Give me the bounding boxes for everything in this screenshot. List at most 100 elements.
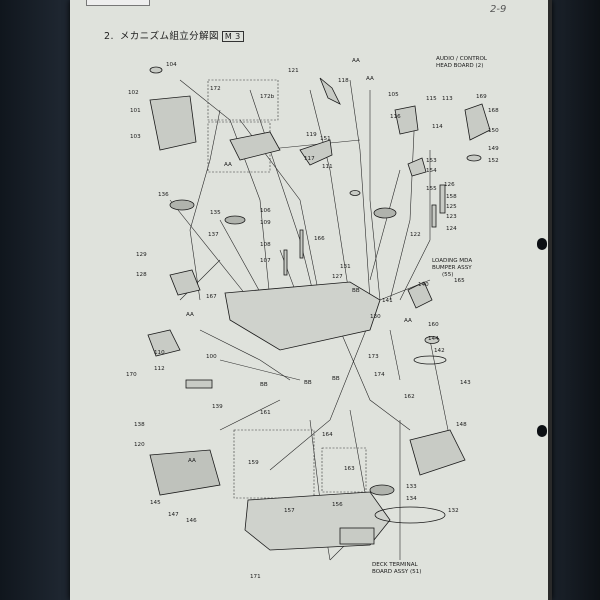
part-label: 164 (322, 432, 333, 438)
part-label: 159 (248, 460, 259, 466)
part-label: AA (188, 458, 196, 464)
part-label: 142 (434, 348, 445, 354)
label-loading-mda: LOADING MDA (432, 258, 472, 264)
part-label: 124 (446, 226, 457, 232)
part-label: 145 (150, 500, 161, 506)
part-label: 168 (488, 108, 499, 114)
part-label: 167 (206, 294, 217, 300)
part-label: 126 (444, 182, 455, 188)
part-label: 140 (418, 282, 429, 288)
part-label: 115 (426, 96, 437, 102)
part-label: 129 (136, 252, 147, 258)
title-text: メカニズム組立分解図 (119, 31, 219, 42)
part-label: 155 (426, 186, 437, 192)
part-label: 146 (186, 518, 197, 524)
part-label: AA (352, 58, 360, 64)
part-label: 169 (476, 94, 487, 100)
part-label: 103 (130, 134, 141, 140)
part-label: 118 (338, 78, 349, 84)
part-label: BB (352, 288, 360, 294)
part-label: 148 (456, 422, 467, 428)
part-label: 119 (306, 132, 317, 138)
part-label: 161 (260, 410, 271, 416)
part-label: 135 (210, 210, 221, 216)
label-bumper-ref: (55) (442, 272, 453, 278)
part-label: AA (366, 76, 374, 82)
part-label: 105 (388, 92, 399, 98)
title-ref-box: M 3 (221, 31, 244, 42)
part-label: 117 (304, 156, 315, 162)
part-label: 137 (208, 232, 219, 238)
part-label: AA (224, 162, 232, 168)
handwritten-note: 2-9 (490, 4, 507, 15)
part-label: 170 (126, 372, 137, 378)
binder-hole (537, 425, 547, 437)
part-label: 104 (166, 62, 177, 68)
part-label: 125 (446, 204, 457, 210)
part-label: 122 (410, 232, 421, 238)
part-label: 130 (370, 314, 381, 320)
part-label: 112 (154, 366, 165, 372)
part-label: BB (332, 376, 340, 382)
binder-hole (537, 238, 547, 250)
part-label: 136 (158, 192, 169, 198)
label-head-board: HEAD BOARD (2) (436, 63, 483, 69)
parts (147, 66, 491, 551)
page-header-box (86, 0, 150, 6)
label-bumper-assy: BUMPER ASSY (432, 265, 472, 271)
label-audio-control: AUDIO / CONTROL (436, 56, 488, 62)
part-label: 116 (390, 114, 401, 120)
part-label: 100 (206, 354, 217, 360)
part-label: 109 (260, 220, 271, 226)
part-label: AA (186, 312, 194, 318)
group-boxes (207, 79, 367, 499)
part-label: 114 (432, 124, 443, 130)
part-label: 110 (154, 350, 165, 356)
part-label: 152 (488, 158, 499, 164)
part-label: 102 (128, 90, 139, 96)
part-label: 108 (260, 242, 271, 248)
part-label: 123 (446, 214, 457, 220)
part-label: 107 (260, 258, 271, 264)
part-label: 131 (340, 264, 351, 270)
part-label: 120 (134, 442, 145, 448)
exploded-view-diagram: AUDIO / CONTROL HEAD BOARD (2) LOADING M… (126, 56, 499, 580)
part-label: 106 (260, 208, 271, 214)
page-binder-edge (548, 0, 552, 600)
part-label: 138 (134, 422, 145, 428)
part-label: 151 (320, 136, 331, 142)
part-label: 172 (210, 86, 221, 92)
part-label: 121 (288, 68, 299, 74)
part-label: 171 (250, 574, 261, 580)
part-label: 101 (130, 108, 141, 114)
part-label: 153 (426, 158, 437, 164)
part-label: 128 (136, 272, 147, 278)
part-number-callouts: 104 102 101 103 121 118 172 172b 115 114… (126, 58, 499, 580)
part-label: 149 (488, 146, 499, 152)
part-label: 156 (332, 502, 343, 508)
part-label: 173 (368, 354, 379, 360)
part-label: 150 (488, 128, 499, 134)
part-label: 134 (406, 496, 417, 502)
part-label: 158 (446, 194, 457, 200)
part-label: 132 (448, 508, 459, 514)
part-label: 166 (314, 236, 325, 242)
part-label: 172b (260, 94, 275, 100)
part-label: 160 (428, 322, 439, 328)
part-label: 141 (382, 298, 393, 304)
part-label: 111 (322, 164, 333, 170)
part-label: 133 (406, 484, 417, 490)
part-label: 163 (344, 466, 355, 472)
part-label: 147 (168, 512, 179, 518)
label-deck-terminal: DECK TERMINAL (372, 562, 419, 568)
part-label: 165 (454, 278, 465, 284)
part-label: 162 (404, 394, 415, 400)
part-label: 157 (284, 508, 295, 514)
part-label: 154 (426, 168, 437, 174)
part-label: BB (304, 380, 312, 386)
part-label: 144 (428, 336, 439, 342)
part-label: BB (260, 382, 268, 388)
part-label: 174 (374, 372, 385, 378)
